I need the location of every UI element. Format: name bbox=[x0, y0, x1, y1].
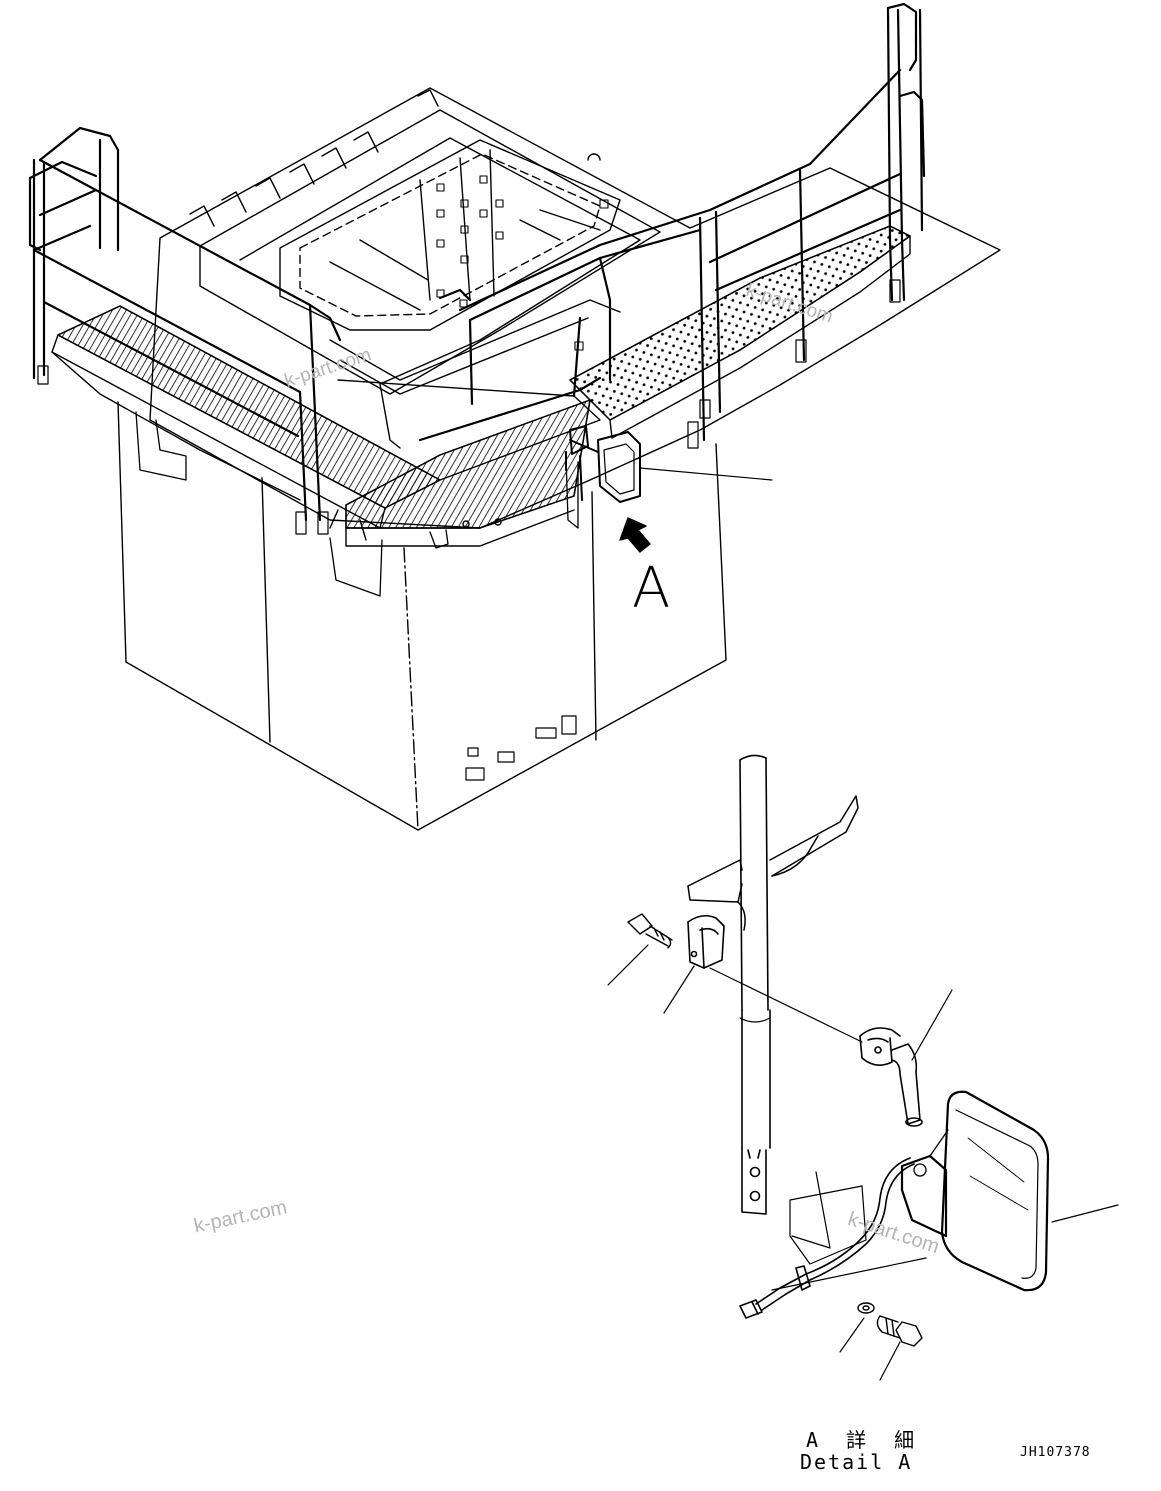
detail-leader-lines bbox=[607, 944, 1119, 1381]
detail-title-english: Detail A bbox=[800, 1450, 913, 1474]
detail-bolt-bottom bbox=[876, 1315, 923, 1347]
detail-title-japanese: A 詳 細 bbox=[806, 1428, 923, 1452]
detail-wire-harness bbox=[739, 1157, 915, 1319]
detail-bolt-top bbox=[627, 913, 673, 949]
detail-clamp-mirror bbox=[859, 1027, 923, 1127]
upper-frame bbox=[149, 87, 1001, 529]
view-label-a: A bbox=[632, 556, 671, 621]
walkway-right bbox=[569, 225, 911, 439]
detail-pipe bbox=[739, 754, 771, 1215]
mirror-main bbox=[565, 425, 773, 503]
view-arrow-a bbox=[619, 517, 651, 553]
detail-mirror bbox=[900, 1090, 1050, 1292]
cab-box bbox=[117, 401, 727, 831]
detail-bracket bbox=[687, 795, 859, 931]
hinge-brackets bbox=[135, 411, 579, 597]
walkway-corner bbox=[345, 399, 591, 547]
detail-washer bbox=[857, 1302, 875, 1314]
handrail-left bbox=[28, 126, 342, 535]
detail-clamp-half bbox=[687, 914, 725, 969]
drawing-number: JH107378 bbox=[1020, 1445, 1091, 1460]
handrail-right bbox=[418, 2, 926, 449]
